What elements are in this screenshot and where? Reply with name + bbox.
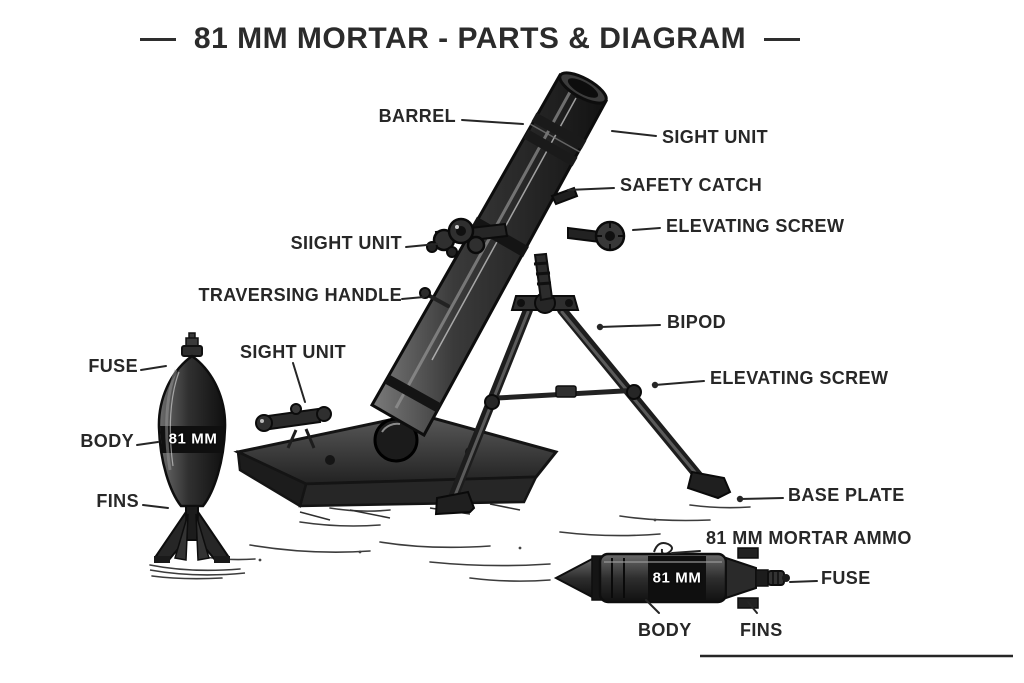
ground-texture xyxy=(149,504,751,582)
label-barrel: BARREL xyxy=(378,106,456,126)
label-base-plate: BASE PLATE xyxy=(788,485,905,505)
leader-shell-fins xyxy=(142,504,169,509)
label-ammo-fins: FINS xyxy=(740,620,783,640)
label-shell-body: BODY xyxy=(80,431,134,451)
leader-elevating-screw-lower xyxy=(654,380,705,386)
label-sight-unit-top: SIGHT UNIT xyxy=(662,127,768,147)
leader-bipod xyxy=(599,324,661,328)
leader-ammo-title xyxy=(671,550,701,554)
sight-unit-assembly xyxy=(426,217,509,258)
label-ammo-body: BODY xyxy=(638,620,692,640)
leader-bipod-dot xyxy=(596,323,604,331)
title-dash-right xyxy=(764,37,801,41)
leader-sight-unit-lower xyxy=(292,362,306,403)
leader-barrel xyxy=(461,119,524,125)
leader-ammo-body xyxy=(645,599,660,614)
label-elevating-screw-lower: ELEVATING SCREW xyxy=(710,368,889,388)
leader-lines xyxy=(136,119,818,614)
leader-traversing-handle xyxy=(401,296,425,300)
label-safety-catch: SAFETY CATCH xyxy=(620,175,763,195)
mortar-shell-vertical xyxy=(149,332,246,576)
safety-catch-lever xyxy=(550,186,579,206)
label-sight-unit-lower: SIGHT UNIT xyxy=(240,342,346,362)
leader-sight-unit-top xyxy=(611,130,657,137)
leader-elevating-screw-upper xyxy=(632,227,661,231)
leader-elevating-screw-lower-dot xyxy=(651,381,659,389)
label-ammo-fuse: FUSE xyxy=(821,568,871,588)
leader-ammo-fuse xyxy=(789,580,818,583)
ammo-caliber-text: 81 MM xyxy=(652,569,702,587)
page-title: 81 MM MORTAR - PARTS & DIAGRAM xyxy=(193,22,747,55)
leader-ammo-fins xyxy=(747,601,758,614)
elevating-screw-assembly xyxy=(567,220,626,252)
spare-sight-unit xyxy=(255,403,332,449)
leader-sight-unit-left xyxy=(405,243,438,248)
label-elevating-screw-upper: ELEVATING SCREW xyxy=(666,216,845,236)
leader-shell-fuse xyxy=(140,365,167,371)
label-bipod: BIPOD xyxy=(667,312,727,332)
bipod xyxy=(434,252,732,516)
leader-base-plate xyxy=(739,497,784,500)
title-dash-left xyxy=(139,37,176,41)
shell-caliber-text: 81 MM xyxy=(168,430,218,448)
leader-shell-body xyxy=(136,441,159,446)
label-sight-unit-left: SIIGHT UNIT xyxy=(290,233,402,253)
label-ammo-title: 81 MM MORTAR AMMO xyxy=(706,528,912,548)
title-row: 81 MM MORTAR - PARTS & DIAGRAM xyxy=(128,22,812,56)
leader-safety-catch xyxy=(567,187,615,191)
label-traversing-handle: TRAVERSING HANDLE xyxy=(198,285,402,305)
mortar-round-horizontal xyxy=(553,542,790,609)
leader-base-plate-dot xyxy=(736,495,744,503)
label-shell-fins: FINS xyxy=(96,491,139,511)
base-plate xyxy=(233,412,559,521)
traversing-handle xyxy=(419,287,450,308)
label-shell-fuse: FUSE xyxy=(88,356,138,376)
